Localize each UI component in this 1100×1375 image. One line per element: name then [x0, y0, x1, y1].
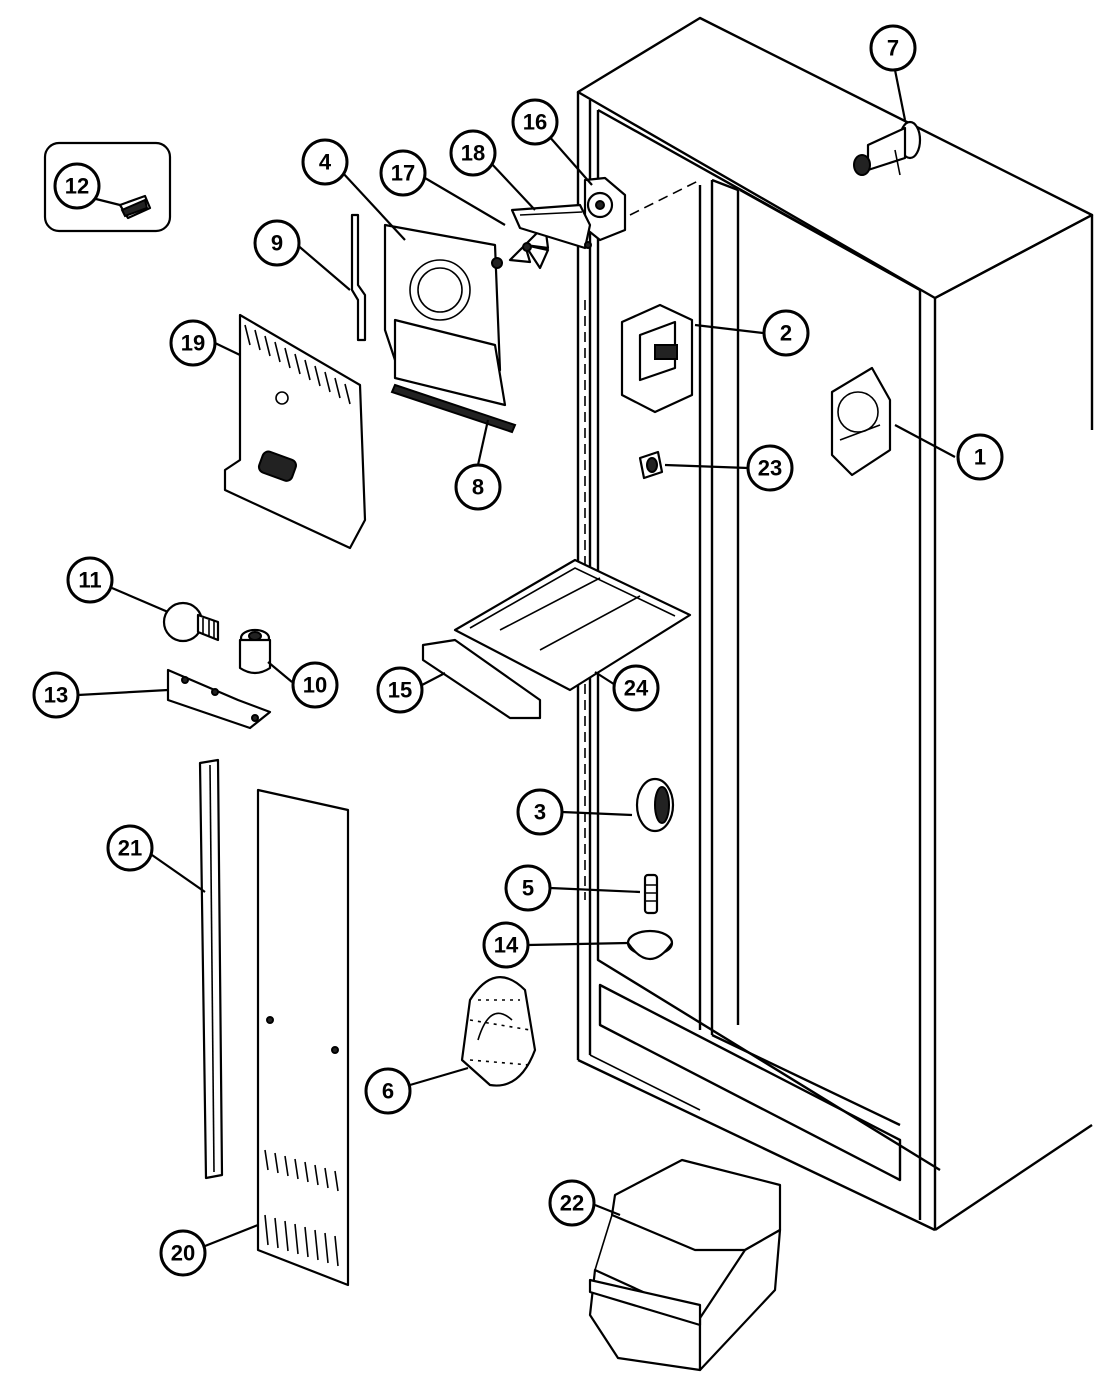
part-16-motor: [583, 176, 627, 242]
part-10-lamp-socket: [238, 628, 272, 675]
callout-3: 3: [516, 788, 564, 836]
part-2-bracket: [620, 303, 694, 414]
svg-text:15: 15: [388, 678, 412, 703]
svg-text:22: 22: [560, 1191, 584, 1216]
svg-text:18: 18: [461, 141, 485, 166]
part-1-fan-bracket: [830, 366, 892, 477]
callout-22: 22: [548, 1179, 596, 1227]
callout-11: 11: [66, 556, 114, 604]
svg-text:21: 21: [118, 836, 142, 861]
callout-6: 6: [364, 1067, 412, 1115]
part-24-glass-shelf: [453, 558, 692, 692]
part-15-shelf-front: [421, 638, 542, 720]
part-9-rod: [350, 213, 367, 342]
part-11-bulb: [162, 601, 220, 643]
part-17-fan-blade: [491, 223, 550, 270]
callout-16: 16: [511, 98, 559, 146]
svg-text:16: 16: [523, 110, 547, 135]
callout-7: 7: [869, 24, 917, 72]
part-21-trim-strip: [198, 758, 224, 1180]
svg-text:7: 7: [887, 36, 899, 61]
svg-text:23: 23: [758, 456, 782, 481]
callout-9: 9: [253, 219, 301, 267]
callout-12: 12: [53, 162, 101, 210]
callout-1: 1: [956, 433, 1004, 481]
svg-text:5: 5: [522, 876, 534, 901]
callout-10: 10: [291, 661, 339, 709]
svg-text:9: 9: [271, 231, 283, 256]
callout-5: 5: [504, 864, 552, 912]
callout-21: 21: [106, 824, 154, 872]
svg-text:1: 1: [974, 445, 986, 470]
svg-text:24: 24: [624, 676, 649, 701]
part-22-bin: [588, 1158, 782, 1372]
callout-8: 8: [454, 463, 502, 511]
callout-19: 19: [169, 319, 217, 367]
svg-text:14: 14: [494, 933, 519, 958]
callout-13: 13: [32, 671, 80, 719]
leader-lines: [77, 69, 956, 1248]
callout-15: 15: [376, 666, 424, 714]
part-13-light-shield: [166, 668, 272, 730]
part-8-seal-strip: [390, 383, 517, 434]
part-20-liner-panel: [256, 788, 350, 1287]
callout-24: 24: [612, 664, 660, 712]
part-4-fan-housing: [383, 223, 507, 407]
callout-14: 14: [482, 921, 530, 969]
svg-text:19: 19: [181, 331, 205, 356]
callout-18: 18: [449, 129, 497, 177]
svg-text:17: 17: [391, 161, 415, 186]
part-14-knob: [626, 929, 674, 960]
svg-text:13: 13: [44, 683, 68, 708]
svg-text:11: 11: [78, 568, 101, 593]
svg-text:4: 4: [319, 150, 332, 175]
callout-4: 4: [301, 138, 349, 186]
callout-20: 20: [159, 1229, 207, 1277]
svg-text:8: 8: [472, 475, 484, 500]
svg-text:20: 20: [171, 1241, 195, 1266]
callout-23: 23: [746, 444, 794, 492]
svg-text:6: 6: [382, 1079, 394, 1104]
svg-text:3: 3: [534, 800, 546, 825]
part-19-evaporator-cover: [223, 313, 367, 550]
svg-text:2: 2: [780, 321, 792, 346]
part-5-screw: [643, 873, 659, 915]
part-3-switch: [635, 777, 675, 833]
part-6-foam-block: [460, 976, 537, 1087]
part-18-motor-bracket: [510, 203, 592, 250]
part-23-clip: [638, 450, 664, 480]
part-7-fitting: [853, 120, 922, 176]
svg-text:10: 10: [303, 673, 327, 698]
svg-text:12: 12: [65, 174, 89, 199]
callout-2: 2: [762, 309, 810, 357]
callout-17: 17: [379, 149, 427, 197]
